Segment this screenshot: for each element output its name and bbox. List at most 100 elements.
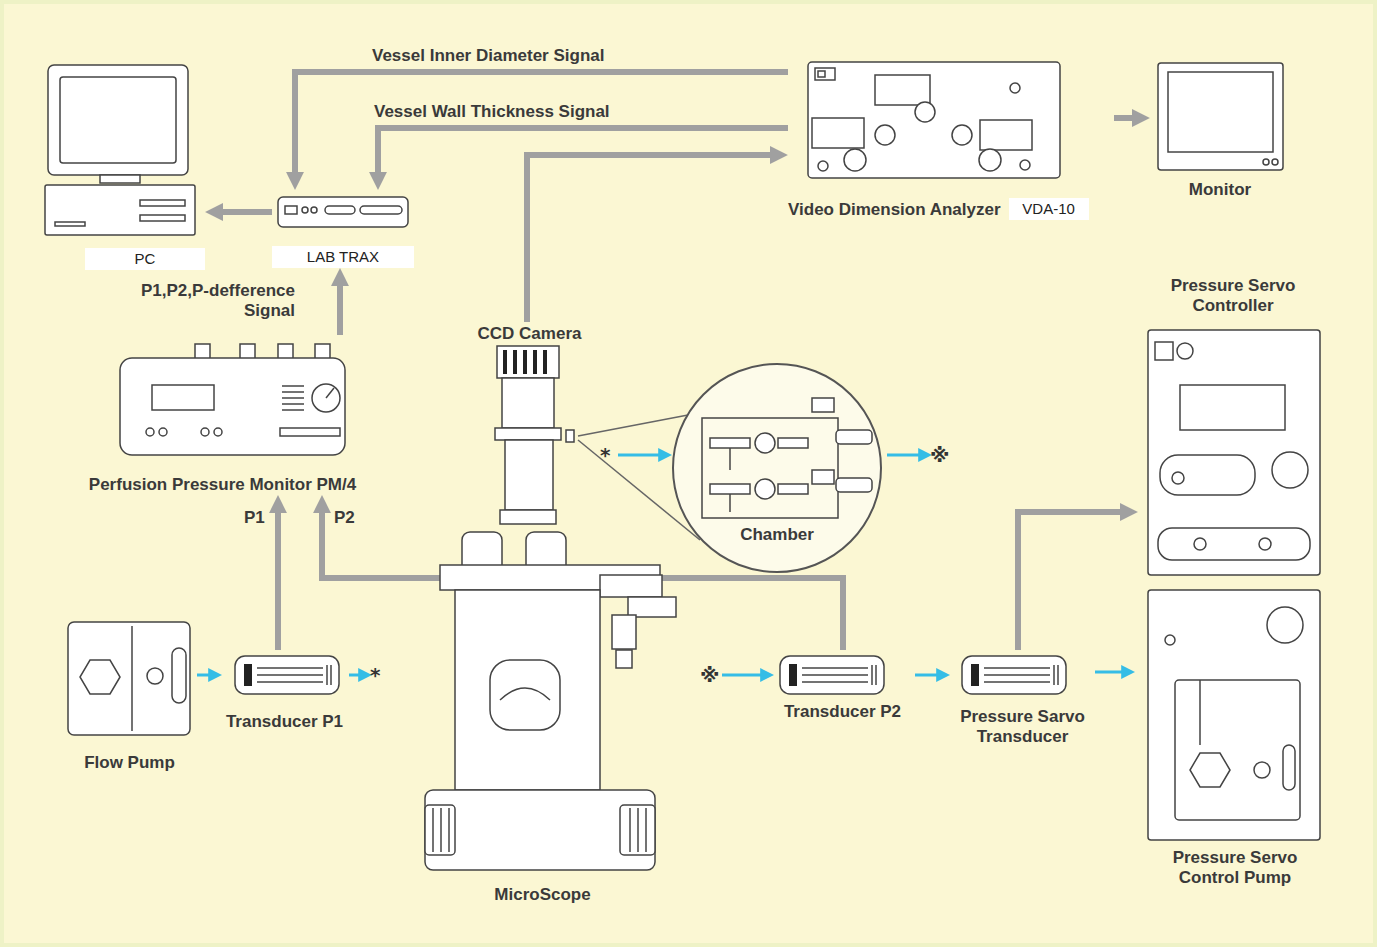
servo-pump-figure — [1283, 745, 1295, 790]
callout-circle — [673, 364, 881, 572]
flow-pump-figure — [68, 622, 190, 735]
microscope-figure — [440, 808, 442, 852]
pressure-monitor-figure — [146, 428, 154, 436]
servo-controller-figure — [1148, 330, 1320, 575]
pressure-monitor-figure — [282, 397, 304, 399]
chamber-figure — [710, 484, 750, 494]
flow-pump-figure — [172, 648, 186, 703]
pc-figure — [55, 222, 85, 226]
chamber-figure — [755, 479, 775, 499]
signal-line — [527, 155, 780, 322]
pressure-monitor-figure — [282, 403, 304, 405]
microscope-figure — [448, 808, 450, 852]
servo-pump-figure — [1148, 590, 1320, 840]
servo-controller-figure — [1194, 538, 1206, 550]
servo-controller-figure — [1272, 452, 1308, 488]
fluid-line — [197, 674, 216, 677]
device-label: PC — [85, 248, 205, 270]
camera-label-box: CCD Camera — [462, 322, 597, 346]
pc-figure — [140, 200, 185, 206]
pressure-monitor-figure — [282, 391, 304, 393]
servo-pump-figure — [1190, 753, 1230, 787]
chamber-figure — [812, 398, 834, 412]
pressure-monitor-figure — [152, 385, 214, 410]
microscope-figure — [500, 688, 550, 700]
signal-line — [1018, 512, 1130, 650]
recorder-box: LAB TRAX — [272, 190, 414, 268]
controller-box: Pressure Servo Controller — [1138, 276, 1328, 578]
pressure-monitor-figure — [201, 428, 209, 436]
signal-line — [337, 276, 343, 335]
chamber-figure — [778, 484, 808, 494]
monitor-figure — [1158, 63, 1283, 170]
microscope-figure — [432, 808, 434, 852]
device-label: Pressure Servo Control Pump — [1160, 848, 1310, 888]
labtrax-figure — [278, 197, 408, 227]
servo-controller-figure — [1158, 528, 1310, 560]
device-label: Chamber — [740, 525, 814, 545]
servo-pump-figure — [1148, 590, 1320, 840]
analyzer-figure — [818, 71, 825, 77]
analyzer-figure — [815, 68, 835, 80]
chamber-figure — [673, 364, 881, 572]
monitor-figure — [1168, 72, 1273, 152]
chamber-figure — [729, 494, 731, 512]
labtrax-figure — [360, 206, 402, 214]
signal-label: Vessel Inner Diameter Signal — [370, 46, 606, 66]
pressure-monitor-figure — [282, 409, 304, 411]
device-label: MicroScope — [494, 885, 590, 905]
servo-pump-figure — [1175, 680, 1300, 820]
servo-pump-figure — [1267, 607, 1303, 643]
microscope-figure — [505, 440, 553, 510]
labtrax-figure — [311, 207, 317, 213]
microscope-figure — [455, 590, 600, 790]
fluid-line — [1095, 671, 1129, 674]
computer-box: PC — [40, 60, 205, 270]
servo-controller-figure — [1259, 538, 1271, 550]
pc-figure — [140, 215, 185, 221]
fluid-line — [915, 674, 944, 677]
device-label: Flow Pump — [84, 753, 175, 773]
analyzer-figure — [980, 120, 1032, 150]
microscope-box: MicroScope — [420, 350, 665, 905]
servo-pump-figure — [1254, 762, 1270, 778]
flow-arrow — [722, 674, 768, 677]
analyzer-figure — [875, 75, 930, 105]
chamber-figure — [578, 415, 688, 436]
chamber-figure — [778, 438, 808, 448]
pc-figure — [60, 77, 176, 163]
flow-pump-figure — [80, 660, 120, 694]
pressure-monitor-figure — [326, 388, 334, 398]
microscope-figure — [500, 510, 556, 524]
chamber-figure — [755, 433, 775, 453]
device-label: Pressure Servo Controller — [1158, 276, 1308, 316]
analyzer-figure — [818, 161, 828, 171]
pc-figure — [45, 185, 195, 235]
pc-figure — [100, 175, 140, 183]
labtrax-figure — [278, 197, 408, 227]
labtrax-figure — [325, 206, 355, 214]
microscope-figure — [490, 660, 560, 730]
flow-pump-figure — [131, 626, 133, 731]
pressure-monitor-figure — [120, 344, 345, 455]
device-label: LAB TRAX — [272, 246, 414, 268]
analyzer-figure — [875, 125, 895, 145]
servo-controller-figure — [1160, 455, 1255, 495]
servo-controller-figure — [1155, 342, 1173, 360]
device-label: VDA-10 — [1009, 198, 1089, 220]
analyzer-figure — [1020, 160, 1030, 170]
microscope-figure — [620, 805, 655, 855]
pc-figure — [45, 65, 195, 235]
servo-controller-figure — [1177, 343, 1193, 359]
transducer-box: Transducer P2 — [770, 650, 915, 722]
flow-pump-figure — [68, 622, 190, 735]
flow-arrow — [887, 454, 926, 457]
join-mark: * — [370, 663, 380, 687]
transducer-figure — [780, 656, 884, 694]
device-label: Pressure Sarvo Transducer — [955, 707, 1090, 747]
chamber-figure — [812, 470, 834, 484]
pressure-monitor-figure — [282, 385, 304, 387]
monitor-figure — [1263, 159, 1269, 165]
